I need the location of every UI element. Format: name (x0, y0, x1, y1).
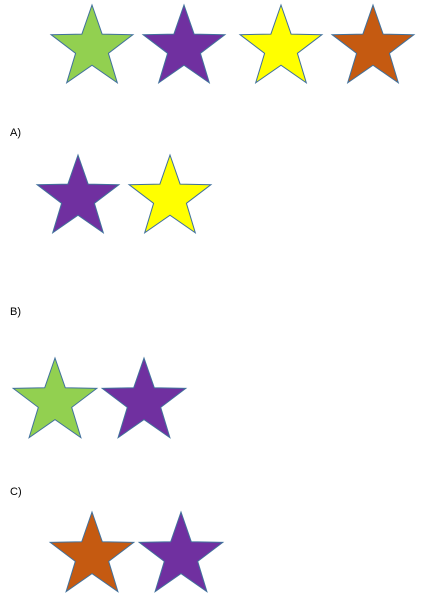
sequence-star-purple (141, 3, 227, 85)
option-b-star-purple (100, 356, 188, 439)
option-a-star-yellow (127, 153, 213, 235)
option-c-label[interactable]: C) (10, 486, 22, 498)
sequence-star-yellow (238, 3, 324, 85)
option-c-star-orange (48, 510, 136, 593)
option-b-label[interactable]: B) (10, 306, 21, 318)
option-a-label[interactable]: A) (10, 127, 21, 139)
option-a-star-purple (35, 153, 121, 235)
option-b-star-green (11, 356, 99, 439)
sequence-star-orange (330, 3, 416, 85)
option-c-stars (48, 510, 225, 593)
sequence-star-green (49, 3, 135, 85)
sequence-row (49, 3, 416, 85)
option-a-stars (35, 153, 213, 235)
option-b-stars (11, 356, 188, 439)
option-c-star-purple (137, 510, 225, 593)
